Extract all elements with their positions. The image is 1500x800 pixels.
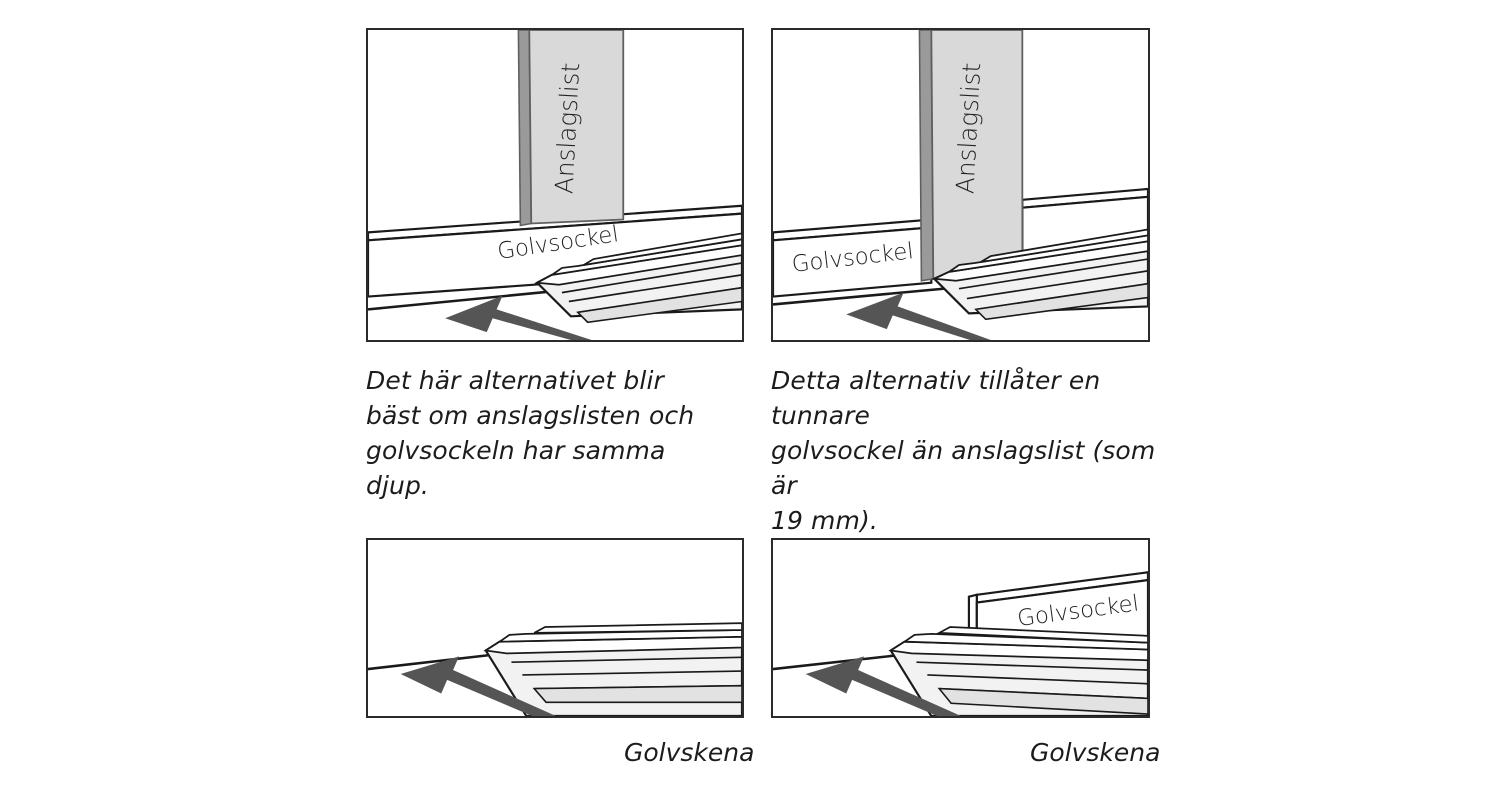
baseboard-face [773, 226, 933, 298]
rail-top-face [534, 244, 742, 286]
stop-strip [517, 30, 625, 227]
rail-step-2 [936, 626, 1148, 644]
caption-top-right: Detta alternativ tillåter en tunnare gol… [771, 366, 1156, 535]
rail-groove-1 [561, 262, 742, 294]
rail-step-2 [583, 232, 742, 266]
rail-top-face [930, 240, 1148, 282]
direction-arrow [805, 656, 961, 716]
rail-groove-2 [522, 670, 742, 676]
figcaption-bottom-right: Golvskena [1030, 738, 1161, 767]
rail-top-face [888, 640, 1148, 662]
stop-strip-label: Anslagslist [549, 62, 585, 195]
floor-rail [888, 626, 1148, 716]
panel-top-right: Anslagslist Golvsockel [771, 28, 1150, 342]
rail-groove-1 [916, 661, 1148, 671]
rail-groove-2 [966, 270, 1148, 300]
rail-lower-band [576, 286, 742, 324]
caption-top-left: Det här alternativet blir bäst om anslag… [366, 366, 695, 500]
rail-groove-1 [958, 258, 1148, 290]
panel-top-left: Anslagslist Golvsockel [366, 28, 744, 342]
rail-groove-1 [511, 656, 742, 664]
baseboard-left [773, 218, 933, 298]
direction-arrow [846, 292, 991, 340]
stop-strip-label: Anslagslist [950, 62, 986, 195]
panel-top-right-drawing: Anslagslist Golvsockel [773, 30, 1148, 340]
panel-bottom-left-drawing [368, 540, 742, 716]
direction-arrow [445, 295, 592, 340]
floor-rail [930, 228, 1148, 321]
stop-strip-face [528, 30, 625, 225]
rail-step-2 [533, 622, 742, 634]
panel-top-left-drawing: Anslagslist Golvsockel [368, 30, 742, 340]
floor-rail [483, 622, 742, 716]
panel-bottom-right-drawing: Golvsockel [773, 540, 1148, 716]
rail-groove-2 [927, 674, 1148, 685]
panel-bottom-right: Golvsockel [771, 538, 1150, 718]
panel-bottom-left [366, 538, 744, 718]
rail-lower-band [937, 687, 1148, 715]
figcaption-bottom-left: Golvskena [624, 738, 755, 767]
floor-rail [534, 232, 742, 324]
rail-groove-2 [568, 274, 742, 303]
direction-arrow [400, 656, 556, 716]
rail-step-2 [980, 228, 1148, 263]
rail-lower-band [974, 282, 1148, 321]
rail-lower-band [532, 684, 742, 704]
